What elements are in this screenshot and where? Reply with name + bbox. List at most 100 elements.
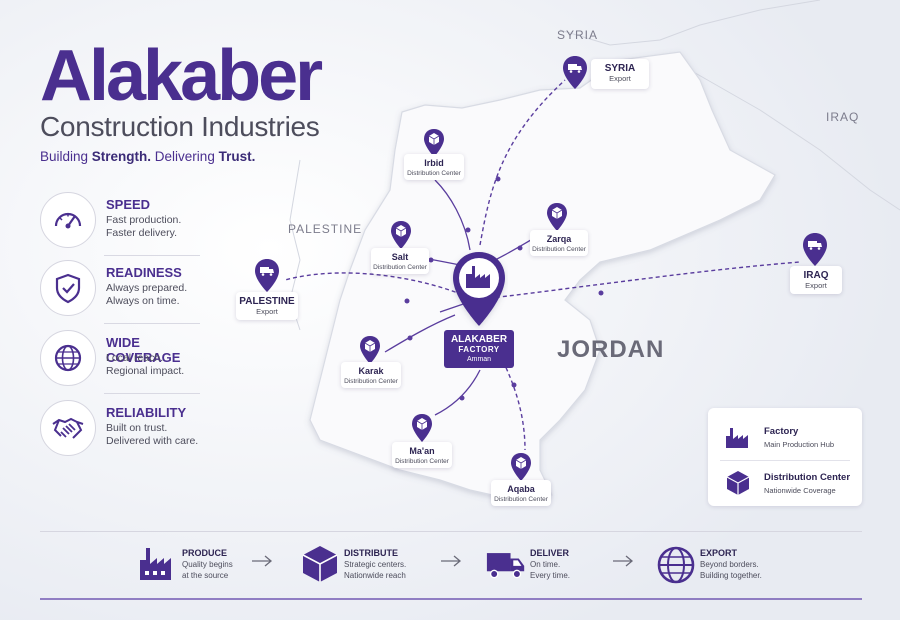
factory-pin [453, 252, 505, 326]
dc-pin-salt [391, 221, 411, 249]
feature-line: Delivered with care. [106, 435, 199, 447]
card-subtitle: Export [256, 307, 278, 316]
feature-line: Local reach. [106, 352, 164, 364]
tagline-part: Delivering [151, 149, 219, 164]
feature-readiness: READINESS Always prepared.Always on time… [40, 260, 210, 318]
card-subtitle: Distribution Center [532, 246, 586, 253]
feature-title: WIDE COVERAGE [106, 335, 181, 365]
legend-subtitle: Main Production Hub [764, 440, 835, 449]
divider [40, 531, 862, 532]
step-line: Building together. [700, 570, 762, 580]
dc-pin-aqaba [511, 453, 531, 481]
route-dot [517, 245, 523, 251]
route-irbid [434, 179, 471, 251]
tagline: Building Strength. Delivering Trust. [40, 149, 255, 164]
legend-title: Factory [764, 426, 799, 437]
card-subtitle: Export [609, 74, 631, 83]
dc-pin-irbid [424, 129, 444, 157]
globe-icon [657, 546, 695, 584]
brand-name: Alakaber [40, 36, 323, 116]
step-line: Strategic centers. [344, 560, 407, 569]
feature-line: Regional impact. [106, 365, 185, 377]
step-desc: On time.Every time. [530, 560, 620, 581]
legend-item-factory: Factory Main Production Hub [724, 422, 854, 456]
feature-desc: Built on trust.Delivered with care. [106, 422, 216, 448]
tagline-strength: Strength. [91, 149, 152, 164]
legend-title: Distribution Center [764, 472, 851, 483]
factory-icon [466, 266, 490, 288]
divider [104, 393, 200, 394]
feature-line: Always on time. [106, 295, 180, 307]
map-legend: Factory Main Production Hub Distribution… [708, 408, 862, 506]
region-label-iraq: IRAQ [826, 110, 860, 124]
feature-title: RELIABILITY [106, 405, 187, 420]
dc-card-aqaba: Aqaba Distribution Center [491, 480, 551, 506]
feature-reliability: RELIABILITY Built on trust.Delivered wit… [40, 400, 210, 458]
step-line: Quality begins [182, 560, 233, 569]
accent-bar [40, 598, 862, 600]
card-title: PALESTINE [239, 296, 295, 307]
border-line [689, 69, 900, 211]
speedometer-icon [40, 192, 96, 248]
factory-city: Amman [466, 356, 492, 363]
route-dot [495, 176, 501, 182]
legend-item-distribution: Distribution Center Nationwide Coverage [724, 468, 854, 502]
route-dot [459, 395, 465, 401]
factory-type: FACTORY [458, 345, 500, 354]
route-palestine [284, 272, 476, 301]
card-title: Aqaba [507, 484, 535, 494]
dc-card-karak: Karak Distribution Center [341, 362, 401, 388]
dc-pin-karak [360, 336, 380, 364]
export-pin-syria [563, 56, 587, 89]
feature-desc: Local reach.Regional impact. [106, 352, 216, 378]
step-line: On time. [530, 560, 561, 569]
divider [104, 255, 200, 256]
step-distribute: DISTRIBUTE Strategic centers.Nationwide … [300, 542, 460, 588]
route-dot [404, 298, 410, 304]
tagline-part: Building [40, 149, 92, 164]
feature-title: READINESS [106, 265, 182, 280]
divider [720, 460, 850, 461]
export-pin-iraq [803, 233, 827, 266]
route-dot [465, 227, 471, 233]
dc-card-zarqa: Zarqa Distribution Center [530, 230, 588, 256]
arrow-right-icon [613, 555, 634, 567]
region-label-jordan: JORDAN [557, 336, 665, 363]
card-title: SYRIA [604, 63, 636, 74]
step-line: Every time. [530, 570, 571, 580]
export-card-syria: SYRIA Export [591, 59, 649, 89]
route-dot [511, 382, 517, 388]
export-card-iraq: IRAQ Export [790, 266, 842, 294]
card-subtitle: Distribution Center [407, 170, 461, 177]
card-subtitle: Export [805, 281, 827, 290]
card-subtitle: Distribution Center [344, 378, 398, 385]
brand-subtitle: Construction Industries [40, 111, 320, 142]
factory-label: ALAKABER FACTORY Amman [444, 330, 514, 368]
card-subtitle: Distribution Center [494, 496, 548, 503]
feature-line: Fast production. [106, 214, 182, 226]
route-dot [407, 335, 413, 341]
step-deliver: DELIVER On time.Every time. [486, 542, 646, 588]
dc-card-salt: Salt Distribution Center [371, 248, 429, 274]
card-title: Karak [358, 366, 384, 376]
card-subtitle: Distribution Center [373, 264, 427, 271]
export-card-palestine: PALESTINE Export [236, 292, 298, 320]
arrow-right-icon [441, 555, 462, 567]
feature-title: SPEED [106, 197, 151, 212]
feature-line: Always prepared. [106, 282, 188, 294]
step-line: at the source [182, 570, 229, 580]
step-export: EXPORT Beyond borders.Building together. [656, 542, 816, 588]
feature-wide-coverage: WIDE COVERAGE Local reach.Regional impac… [40, 330, 210, 388]
box-icon [726, 471, 750, 495]
route-dot [428, 257, 434, 263]
step-title: DISTRIBUTE [344, 548, 398, 558]
tagline-trust: Trust. [218, 149, 256, 164]
legend-subtitle: Nationwide Coverage [764, 486, 836, 495]
card-title: Salt [391, 252, 409, 262]
feature-desc: Fast production.Faster delivery. [106, 214, 216, 240]
feature-desc: Always prepared.Always on time. [106, 282, 216, 308]
region-label-syria: SYRIA [557, 28, 599, 42]
